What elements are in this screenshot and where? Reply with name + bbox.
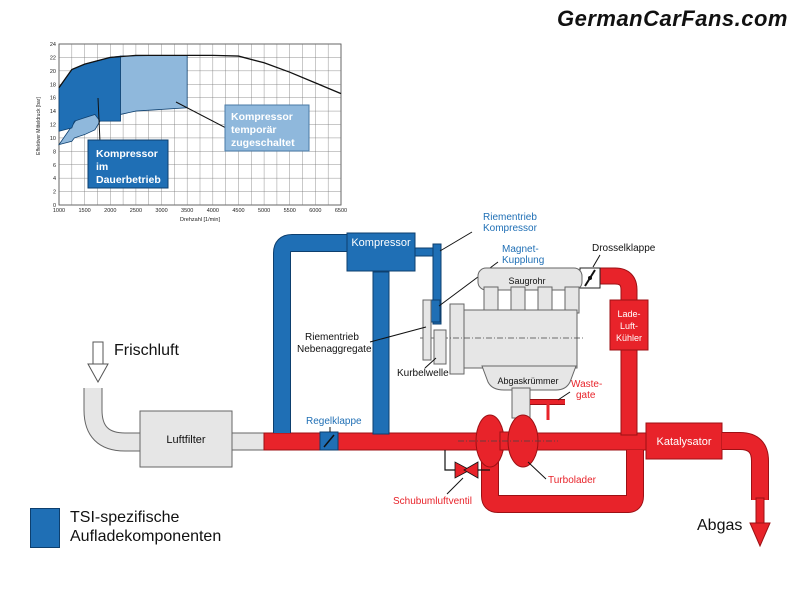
label-ladeluft-3: Kühler xyxy=(616,333,642,343)
label-wastegate-2: gate xyxy=(576,390,596,401)
catalytic-converter xyxy=(645,422,723,460)
label-katalysator: Katalysator xyxy=(656,436,711,448)
full-load-curve xyxy=(58,54,342,95)
x-tick-label: 5500 xyxy=(284,208,296,214)
label-magnet-1: Magnet- xyxy=(502,244,539,255)
callout-temp-line2: temporär xyxy=(231,124,277,136)
exhaust-pipe xyxy=(722,433,768,500)
x-tick-label: 3500 xyxy=(181,208,193,214)
callout-dauer-line1: Kompressor xyxy=(96,148,158,160)
y-tick-label: 16 xyxy=(50,96,56,102)
exhaust-manifold xyxy=(481,365,577,419)
label-luftfilter: Luftfilter xyxy=(166,434,205,446)
y-tick-label: 14 xyxy=(50,109,56,115)
label-riementrieb-k1: Riementrieb xyxy=(483,212,537,223)
legend-line-2: Aufladekomponenten xyxy=(70,528,222,545)
x-tick-label: 5000 xyxy=(258,208,270,214)
chart: 1000 1500 2000 2500 3000 3500 4000 4500 5000 5500… xyxy=(36,42,347,223)
y-tick-label: 6 xyxy=(53,163,56,169)
label-regelklappe: Regelklappe xyxy=(306,416,362,427)
intake-manifold xyxy=(477,267,583,314)
intercooler xyxy=(609,299,649,351)
label-kompressor: Kompressor xyxy=(351,237,411,249)
exhaust-arrow xyxy=(749,522,771,548)
legend-swatch xyxy=(30,508,60,548)
chart-ticks: 1000 1500 2000 2500 3000 3500 4000 4500 5000 5500… xyxy=(50,42,347,214)
x-tick-label: 3000 xyxy=(155,208,167,214)
y-tick-label: 10 xyxy=(50,136,56,142)
y-tick-label: 24 xyxy=(50,42,56,48)
chart-areas xyxy=(58,54,342,146)
label-riementrieb-n2: Nebenaggregate xyxy=(297,344,372,355)
label-riementrieb-k2: Kompressor xyxy=(483,223,538,234)
x-tick-label: 1500 xyxy=(79,208,91,214)
red-intake-pipe xyxy=(263,267,649,513)
x-axis-label: Drehzahl [1/min] xyxy=(180,217,221,223)
y-tick-label: 2 xyxy=(53,190,56,196)
y-tick-label: 4 xyxy=(53,176,56,182)
diverter-valve xyxy=(444,450,490,479)
callout-dauer-line3: Dauerbetrieb xyxy=(96,174,161,186)
legend-line-1: TSI-spezifische xyxy=(70,509,180,526)
label-ladeluft-1: Lade- xyxy=(617,309,640,319)
label-abgaskruemmer: Abgaskrümmer xyxy=(497,376,558,386)
y-tick-label: 0 xyxy=(53,203,56,209)
x-tick-label: 4000 xyxy=(207,208,219,214)
x-tick-label: 6500 xyxy=(335,208,347,214)
label-abgas: Abgas xyxy=(697,517,742,534)
label-drosselklappe: Drosselklappe xyxy=(592,243,656,254)
label-frischluft: Frischluft xyxy=(114,342,179,359)
callout-box-dauer xyxy=(87,139,169,189)
compressor-pipe xyxy=(273,234,390,435)
turbocharger xyxy=(458,414,558,468)
x-tick-label: 1000 xyxy=(53,208,65,214)
y-tick-label: 18 xyxy=(50,82,56,88)
label-magnet-2: Kupplung xyxy=(502,255,544,266)
label-saugrohr: Saugrohr xyxy=(508,276,545,286)
fresh-air-arrow xyxy=(87,341,109,384)
y-tick-label: 12 xyxy=(50,123,56,129)
callout-temp-line1: Kompressor xyxy=(231,111,293,123)
crank-pulley xyxy=(422,299,432,361)
label-riementrieb-n1: Riementrieb xyxy=(305,332,359,343)
watermark: GermanCarFans.com xyxy=(556,6,788,31)
y-tick-label: 22 xyxy=(50,55,56,61)
x-tick-label: 2500 xyxy=(130,208,142,214)
callout-line-temp xyxy=(175,101,227,129)
legend: TSI-spezifische Aufladekomponenten xyxy=(30,508,221,548)
callout-dauer-line2: im xyxy=(96,161,108,173)
belt-drive-compressor xyxy=(432,243,442,325)
intake-pipe xyxy=(84,388,142,451)
label-wastegate-1: Waste- xyxy=(571,379,602,390)
y-tick-label: 20 xyxy=(50,69,56,75)
compressor xyxy=(346,232,416,272)
y-axis-label: Effektiver Mitteldruck [bar] xyxy=(36,97,42,155)
x-tick-label: 6000 xyxy=(309,208,321,214)
x-tick-label: 4500 xyxy=(232,208,244,214)
x-tick-label: 2000 xyxy=(104,208,116,214)
y-tick-label: 8 xyxy=(53,149,56,155)
label-ladeluft-2: Luft- xyxy=(620,321,638,331)
callout-line-dauer xyxy=(97,97,101,143)
legend-text: TSI-spezifische Aufladekomponenten xyxy=(70,508,221,546)
label-schubumluftventil: Schubumluftventil xyxy=(393,496,472,507)
callout-box-temp xyxy=(224,104,310,152)
label-turbolader: Turbolader xyxy=(548,475,597,486)
air-filter xyxy=(139,410,233,468)
engine-block xyxy=(461,309,578,369)
label-kurbelwelle: Kurbelwelle xyxy=(397,368,449,379)
callout-temp-line3: zugeschaltet xyxy=(231,137,295,149)
